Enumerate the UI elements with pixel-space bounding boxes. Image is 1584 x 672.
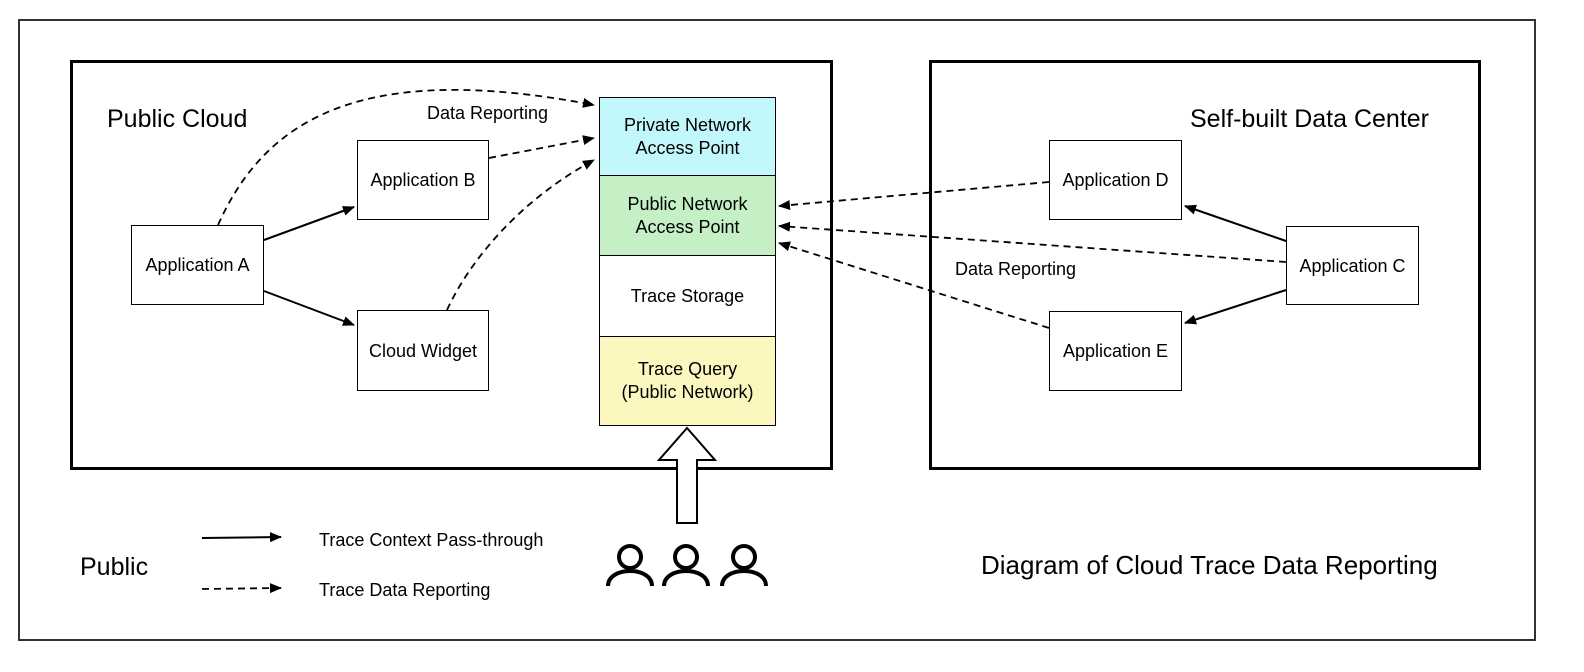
application-e-node: Application E xyxy=(1049,311,1182,391)
dashed-e-to-public-access xyxy=(778,241,1050,329)
application-c-label: Application C xyxy=(1299,255,1406,276)
user-access-up-arrow xyxy=(656,426,718,524)
diagram-frame xyxy=(18,19,1536,641)
dashed-a-to-private-access xyxy=(217,88,595,226)
application-c-node: Application C xyxy=(1286,226,1419,305)
user-icon xyxy=(720,544,768,587)
arrow-a-to-cloud-widget xyxy=(263,290,355,326)
dashed-b-to-private-access xyxy=(488,135,595,159)
application-a-node: Application A xyxy=(131,225,264,305)
legend-dashed-label: Trace Data Reporting xyxy=(319,580,491,600)
dashed-d-to-public-access xyxy=(778,181,1050,211)
trace-storage-label: Trace Storage xyxy=(630,285,745,306)
application-d-node: Application D xyxy=(1049,140,1182,220)
dashed-c-to-public-access xyxy=(778,221,1287,263)
arrow-c-to-d xyxy=(1184,204,1287,242)
data-reporting-label-right: Data Reporting xyxy=(955,259,1077,279)
public-access-line-1: Public Network xyxy=(627,193,748,214)
application-b-node: Application B xyxy=(357,140,489,220)
private-network-access-point: Private Network Access Point xyxy=(599,97,776,176)
user-icon xyxy=(662,544,710,587)
data-reporting-label-left: Data Reporting xyxy=(427,103,549,123)
cloud-widget-node: Cloud Widget xyxy=(357,310,489,391)
data-center-title: Self-built Data Center xyxy=(1190,105,1430,133)
arrow-a-to-b xyxy=(263,206,355,241)
trace-query-line-1: Trace Query xyxy=(637,359,738,379)
legend-heading: Public xyxy=(80,553,149,581)
user-icon xyxy=(606,544,654,587)
public-network-access-point: Public Network Access Point xyxy=(599,175,776,256)
trace-query-public-network: Trace Query (Public Network) xyxy=(599,336,776,426)
data-center-region xyxy=(929,60,1481,470)
application-b-label: Application B xyxy=(370,170,476,190)
dashed-widget-to-private-access xyxy=(446,159,595,311)
private-access-line-2: Access Point xyxy=(635,137,740,158)
users-icon xyxy=(606,544,768,587)
public-cloud-region xyxy=(70,60,833,470)
application-a-label: Application A xyxy=(145,255,250,275)
arrow-c-to-e xyxy=(1184,289,1287,325)
application-e-label: Application E xyxy=(1062,341,1169,361)
public-access-line-2: Access Point xyxy=(635,216,740,237)
application-d-label: Application D xyxy=(1062,170,1169,190)
legend-solid-arrow xyxy=(201,532,282,543)
private-access-line-1: Private Network xyxy=(623,114,752,135)
cloud-widget-label: Cloud Widget xyxy=(368,340,478,361)
diagram-caption: Diagram of Cloud Trace Data Reporting xyxy=(981,550,1438,580)
trace-storage: Trace Storage xyxy=(599,255,776,337)
public-cloud-title: Public Cloud xyxy=(107,105,248,133)
legend-solid-label: Trace Context Pass-through xyxy=(319,530,544,550)
legend-dashed-arrow xyxy=(201,583,282,594)
trace-query-line-2: (Public Network) xyxy=(621,382,754,402)
